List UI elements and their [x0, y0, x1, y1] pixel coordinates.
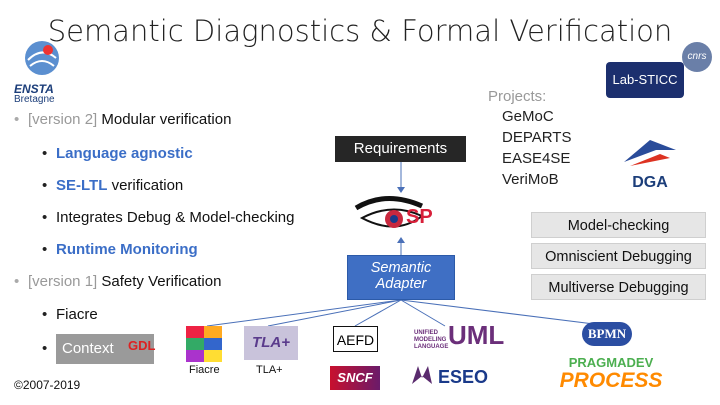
tla-label: TLA+ — [256, 364, 283, 376]
version2-text: Modular verification — [101, 111, 232, 128]
dga-emblem-icon — [624, 140, 676, 166]
osp-text: SP — [406, 206, 433, 228]
eye-icon — [354, 195, 424, 228]
version1-label: [version 1] — [28, 273, 98, 290]
bullet-seltl: •SE-LTL verification — [42, 177, 184, 194]
bullet-fiacre: •Fiacre — [42, 306, 98, 323]
feature-omniscient-debugging: Omniscient Debugging — [531, 243, 706, 269]
requirements-box: Requirements — [335, 136, 466, 162]
context-text: Context — [62, 340, 114, 357]
ensta-subname: Bretagne — [14, 94, 55, 105]
project-item: DEPARTS — [502, 129, 572, 146]
dga-text: DGA — [632, 174, 668, 191]
semantic-adapter-box: Semantic Adapter — [347, 255, 455, 300]
eseo-text: ESEO — [438, 367, 489, 387]
version1-text: Safety Verification — [101, 273, 222, 290]
runtime-text: Runtime Monitoring — [56, 241, 198, 258]
language-agnostic-text: Language agnostic — [56, 145, 193, 162]
uml-text: UML — [448, 320, 505, 350]
bullet-version2: •[version 2] Modular verification — [14, 111, 232, 128]
bullet-language-agnostic: •Language agnostic — [42, 145, 193, 162]
eseo-logo: ESEO — [410, 364, 492, 392]
ensta-globe-icon — [25, 41, 59, 75]
bpmn-logo: BPMN — [582, 322, 632, 346]
ensta-logo: ENSTA Bretagne — [14, 38, 72, 105]
sncf-logo: SNCF — [330, 366, 380, 390]
project-item: GeMoC — [502, 108, 554, 125]
version2-label: [version 2] — [28, 111, 98, 128]
uml-tagline: UNIFIED MODELING LANGUAGE — [414, 330, 449, 350]
copyright: ©2007-2019 — [14, 378, 81, 392]
uml-logo: UNIFIED MODELING LANGUAGE UML — [414, 318, 504, 364]
bullet-runtime: •Runtime Monitoring — [42, 241, 198, 258]
osp-logo: SP — [352, 192, 452, 242]
projects-heading: Projects: — [488, 88, 547, 105]
project-item: EASE4SE — [502, 150, 571, 167]
pragmadev-logo: PRAGMADEV PROCESS — [546, 356, 676, 392]
fiacre-text: Fiacre — [56, 306, 98, 323]
eseo-symbol-icon — [412, 366, 432, 384]
feature-multiverse-debugging: Multiverse Debugging — [531, 274, 706, 300]
process-text: PROCESS — [559, 369, 663, 392]
feature-model-checking: Model-checking — [531, 212, 706, 238]
fiacre-logo-icon — [186, 326, 222, 362]
fiacre-label: Fiacre — [189, 364, 220, 376]
project-item: VeriMoB — [502, 171, 559, 188]
seltl-text: SE-LTL — [56, 177, 108, 194]
bullet-version1: •[version 1] Safety Verification — [14, 273, 222, 290]
slide-title: Semantic Diagnostics & Formal Verificati… — [47, 14, 673, 48]
pragmadev-text: PRAGMADEV — [568, 355, 654, 370]
ensta-name: ENSTA — [14, 82, 54, 96]
fiacre-logo — [186, 326, 222, 362]
bullet-integrates: •Integrates Debug & Model-checking — [42, 209, 295, 226]
integrates-text: Integrates Debug & Model-checking — [56, 209, 295, 226]
gdl-logo: GDL — [128, 338, 156, 353]
dga-logo: DGA — [620, 136, 680, 191]
aefd-box: AEFD — [333, 326, 378, 352]
tla-logo: TLA+ — [244, 326, 298, 360]
seltl-rest-text: verification — [111, 177, 184, 194]
adapter-line2: Adapter — [375, 276, 427, 292]
labsticc-logo: Lab-STICC — [606, 62, 684, 98]
context-box: Context GDL — [56, 334, 156, 364]
adapter-line1: Semantic — [370, 260, 432, 276]
cnrs-logo: cnrs — [682, 42, 712, 72]
bullet-context: • — [42, 340, 48, 357]
